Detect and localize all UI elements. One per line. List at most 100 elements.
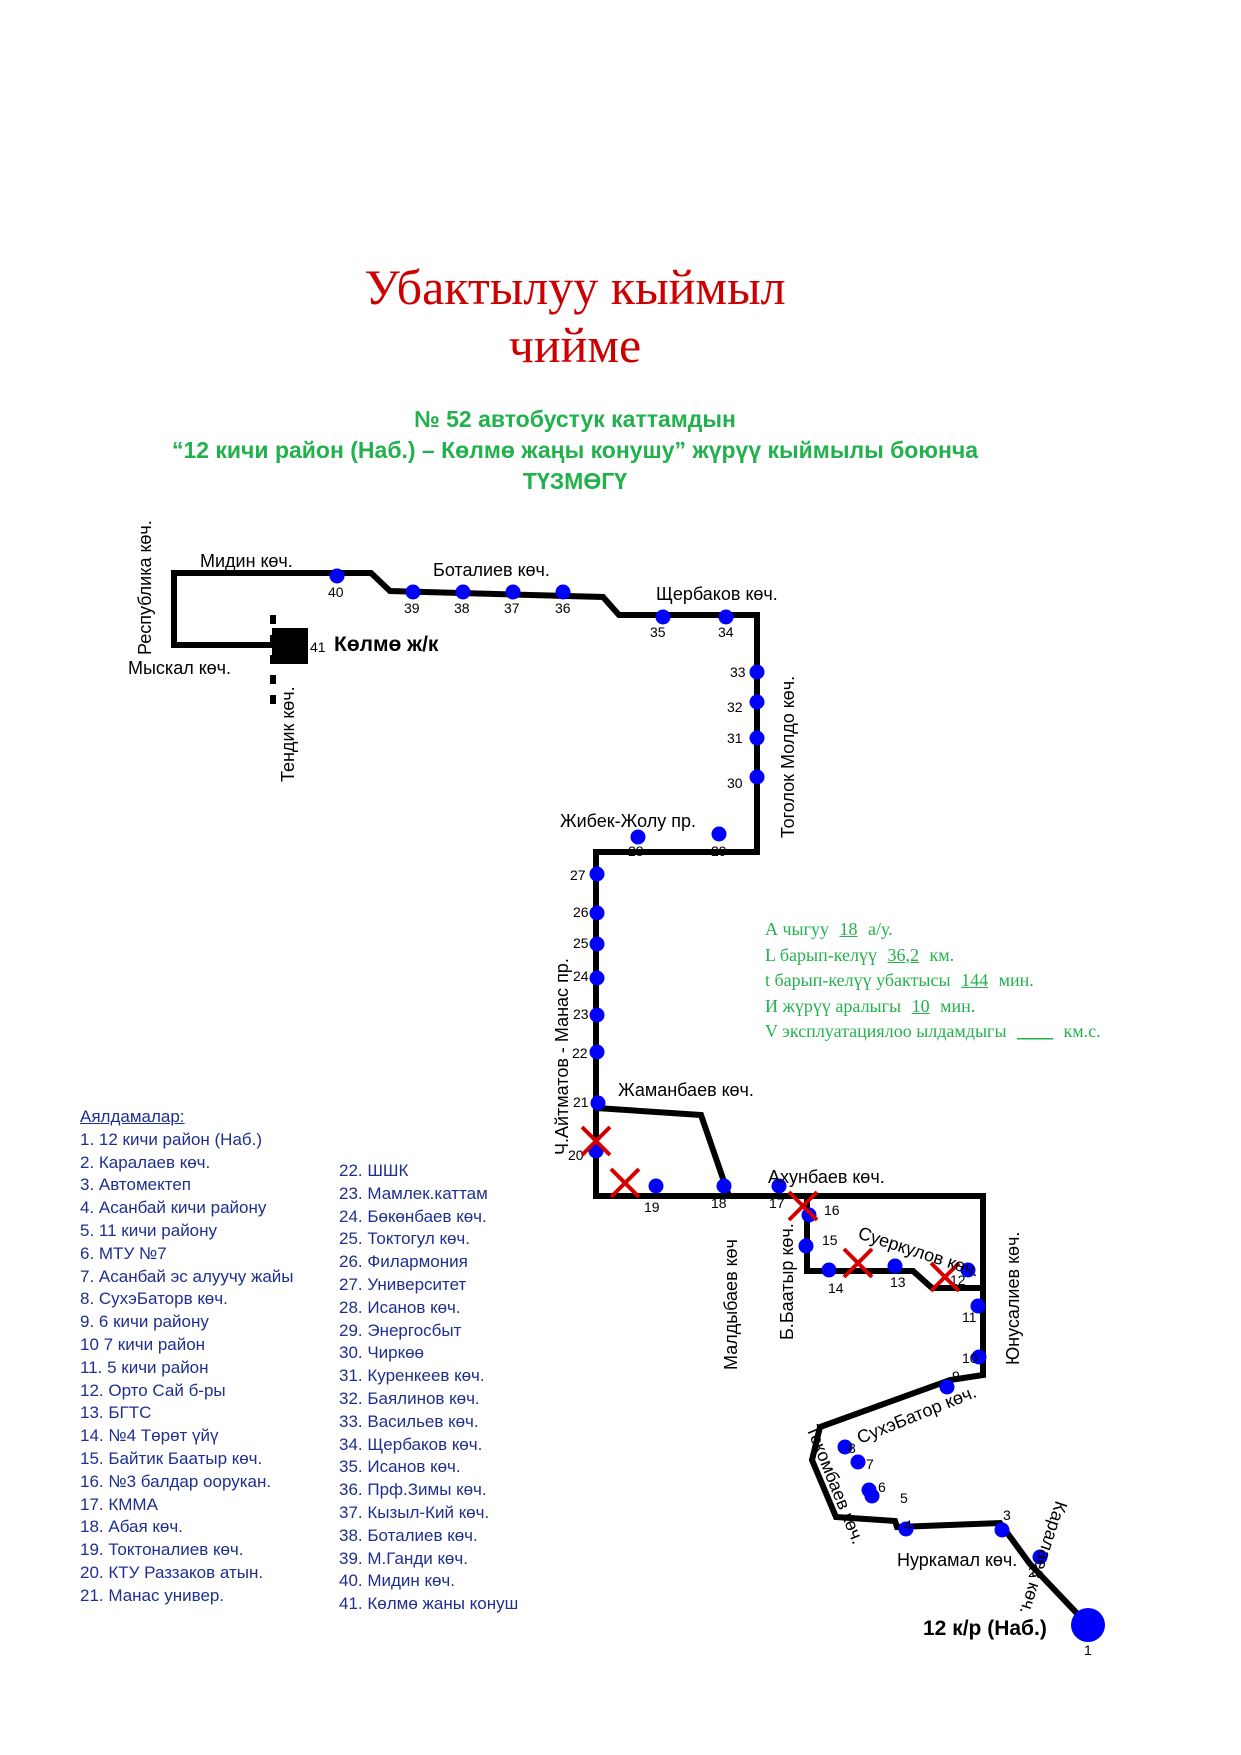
stop-list-item: 35. Исанов көч. (339, 1457, 461, 1477)
stop-dot-13[interactable] (887, 1258, 903, 1274)
stop-list-item: 24. Бөкөнбаев көч. (339, 1206, 487, 1226)
stop-dot-16[interactable] (801, 1207, 817, 1223)
stop-number-22: 22 (572, 1045, 588, 1061)
title-line-1: Убактылуу кыймыл (364, 259, 786, 315)
closure-cross-icon (787, 1190, 819, 1222)
route-param-value: 10 (911, 995, 930, 1016)
route-line-north (171, 570, 760, 1108)
stop-dot-33[interactable] (749, 664, 765, 680)
stop-dot-15[interactable] (798, 1238, 814, 1254)
closure-cross-icon (929, 1261, 961, 1293)
stop-number-26: 26 (573, 904, 589, 920)
route-param-value: 144 (961, 970, 989, 990)
stop-number-29: 29 (711, 843, 727, 859)
stop-dot-36[interactable] (555, 584, 571, 600)
stop-dot-25[interactable] (589, 936, 605, 952)
stop-dot-27[interactable] (589, 866, 605, 882)
street-manas: Ч.Айтматов - Манас пр. (552, 958, 572, 1155)
stop-number-15: 15 (822, 1232, 838, 1248)
stop-number-16: 16 (824, 1202, 840, 1218)
closure-cross-icon (842, 1247, 874, 1279)
stop-dot-31[interactable] (749, 730, 765, 746)
route-line-start (804, 1196, 1091, 1628)
stop-list-item: 39. М.Ганди көч. (339, 1548, 468, 1568)
stop-dot-34[interactable] (718, 609, 734, 625)
closure-cross-icon (609, 1167, 641, 1199)
stop-dot-3[interactable] (994, 1522, 1010, 1538)
stop-dot-9[interactable] (939, 1379, 955, 1395)
stop-dot-40[interactable] (329, 568, 345, 584)
street-bbaatyr: Б.Баатыр көч. (777, 1223, 797, 1340)
stop-list-item: 28. Исанов көч. (339, 1297, 461, 1317)
route-param-value: ____ (1017, 1021, 1054, 1041)
stop-dot-38[interactable] (455, 584, 471, 600)
stop-dot-11[interactable] (970, 1298, 986, 1314)
stop-dot-35[interactable] (655, 609, 671, 625)
stop-number-2: 2 (1028, 1564, 1036, 1580)
page-title: Убактылуу кыймыл чийме (0, 258, 1150, 374)
route-subtitle: № 52 автобустук каттамдын “12 кичи район… (0, 404, 1150, 497)
stop-dot-12[interactable] (960, 1262, 976, 1278)
stop-list-item: 11. 5 кичи район (80, 1357, 209, 1377)
stop-dot-26[interactable] (589, 905, 605, 921)
street-botaliev: Боталиев көч. (433, 560, 550, 580)
terminal-kolmo-label: Көлмө ж/к (334, 633, 439, 656)
stop-dot-37[interactable] (505, 584, 521, 600)
stop-number-6: 6 (878, 1479, 886, 1495)
stop-dot-21[interactable] (590, 1095, 606, 1111)
stop-list-item: 25. Токтогул көч. (339, 1229, 470, 1249)
stop-dot-7[interactable] (850, 1454, 866, 1470)
route-param-row: И жүрүү аралыгы 10 мин. (765, 994, 1101, 1020)
route-param-value: 36,2 (887, 944, 919, 965)
stop-number-38: 38 (454, 600, 470, 616)
street-maldybaev: Малдыбаев көч (721, 1239, 741, 1370)
route-param-prefix: V эксплуатациялоо ылдамдыгы (765, 1021, 1007, 1041)
stop-dot-8[interactable] (837, 1439, 853, 1455)
route-param-unit: а/у. (868, 919, 893, 939)
stop-number-37: 37 (504, 600, 520, 616)
stop-list-item: 38. Боталиев көч. (339, 1525, 478, 1545)
stop-dot-14[interactable] (821, 1262, 837, 1278)
stop-number-21: 21 (573, 1094, 589, 1110)
stop-dot-28[interactable] (630, 829, 646, 845)
stop-number-35: 35 (650, 624, 666, 640)
stop-list-item: 12. Орто Сай б-ры (80, 1380, 226, 1400)
route-parameters: А чыгуу 18 а/у.L барып-келүү 36,2 км.t б… (765, 917, 1101, 1045)
route-param-row: t барып-келүү убактысы 144 мин. (765, 968, 1101, 994)
street-zhamanbaev: Жаманбаев көч. (618, 1080, 754, 1100)
stop-list-item: 8. СухэБаторв көч. (80, 1289, 228, 1309)
stop-number-34: 34 (718, 624, 734, 640)
title-line-2: чийме (508, 317, 642, 373)
stop-dot-4[interactable] (898, 1521, 914, 1537)
stop-list-item: 15. Байтик Баатыр көч. (80, 1448, 263, 1468)
closure-cross-icon (580, 1125, 612, 1157)
stop-dot-29[interactable] (711, 826, 727, 842)
stop-dot-6[interactable] (861, 1482, 877, 1498)
stop-dot-30[interactable] (749, 769, 765, 785)
stop-dot-22[interactable] (589, 1044, 605, 1060)
stop-number-1: 1 (1084, 1642, 1092, 1658)
route-param-row: А чыгуу 18 а/у. (765, 917, 1101, 943)
stop-dot-32[interactable] (749, 694, 765, 710)
stop-list-item: 40. Мидин көч. (339, 1571, 456, 1591)
stop-dot-17[interactable] (771, 1178, 787, 1194)
route-param-row: L барып-келүү 36,2 км. (765, 943, 1101, 969)
route-param-prefix: t барып-келүү убактысы (765, 970, 951, 990)
terminal-start-label: 12 к/р (Наб.) (923, 1617, 1047, 1640)
stop-number-4: 4 (904, 1517, 912, 1533)
route-param-unit: мин. (998, 970, 1034, 990)
stop-number-10: 10 (962, 1350, 978, 1366)
stop-dot-19[interactable] (648, 1178, 664, 1194)
stop-dot-10[interactable] (971, 1349, 987, 1365)
stop-number-3: 3 (1003, 1507, 1011, 1523)
stop-dot-39[interactable] (405, 584, 421, 600)
stop-dot-18[interactable] (716, 1178, 732, 1194)
stop-dot-23[interactable] (589, 1007, 605, 1023)
stop-list-item: 19. Токтоналиев көч. (80, 1540, 244, 1560)
street-togolok: Тоголок Молдо көч. (778, 676, 798, 838)
stop-dot-2[interactable] (1032, 1549, 1048, 1565)
stop-dot-24[interactable] (589, 970, 605, 986)
stops-heading: Аялдамалар: (80, 1107, 185, 1126)
stop-number-36: 36 (555, 600, 571, 616)
